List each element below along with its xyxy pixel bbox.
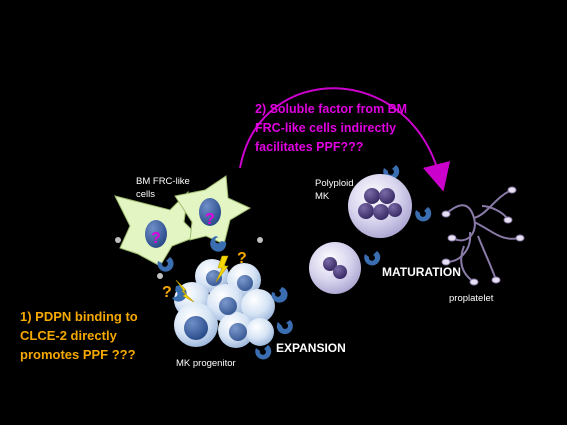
hypothesis-1-line: promotes PPF ??? — [20, 347, 136, 362]
polyploid-line: Polyploid — [315, 178, 354, 189]
hypothesis-2-label: 2) Soluble factor from BM FRC-like cells… — [255, 100, 407, 157]
hypothesis-2-line: 2) Soluble factor from BM — [255, 102, 408, 116]
soluble-factor-dot — [257, 237, 263, 243]
hypothesis-1-label: 1) PDPN binding to CLCE-2 directly promo… — [20, 307, 138, 364]
platelet-tips — [441, 186, 525, 286]
question-mark-orange: ? — [237, 250, 247, 267]
polyploid-mk-cell — [348, 174, 412, 238]
soluble-factor-dot — [157, 273, 163, 279]
expansion-label: EXPANSION — [276, 341, 346, 355]
hypothesis-1-line: 1) PDPN binding to — [20, 309, 138, 324]
polyploid-line: MK — [315, 191, 330, 202]
lightning-icon — [215, 255, 229, 283]
question-mark-orange: ? — [162, 284, 172, 301]
frc-like-cell-right — [174, 175, 252, 245]
frc-cells-line: cells — [136, 189, 156, 200]
hypothesis-1-line: CLCE-2 directly — [20, 328, 117, 343]
soluble-factor-arrow — [239, 87, 451, 192]
question-mark-magenta: ? — [205, 211, 215, 228]
hypothesis-2-line: facilitates PPF??? — [255, 140, 364, 154]
maturing-mk-cell — [309, 242, 361, 294]
frc-cells-line: BM FRC-like — [136, 176, 190, 187]
soluble-factor-dot — [115, 237, 121, 243]
receptor-group — [157, 165, 432, 360]
proplatelet-label: proplatelet — [449, 293, 494, 304]
maturation-label: MATURATION — [382, 265, 461, 279]
hypothesis-2-line: FRC-like cells indirectly — [255, 121, 397, 135]
lightning-icon — [175, 279, 195, 303]
polyploid-label: Polyploid MK — [315, 177, 354, 203]
mk-progenitor-cluster — [174, 259, 275, 348]
question-mark-magenta: ? — [151, 230, 161, 247]
mk-progenitor-label: MK progenitor — [176, 358, 236, 369]
frc-cells-label: BM FRC-like cells — [136, 175, 190, 201]
